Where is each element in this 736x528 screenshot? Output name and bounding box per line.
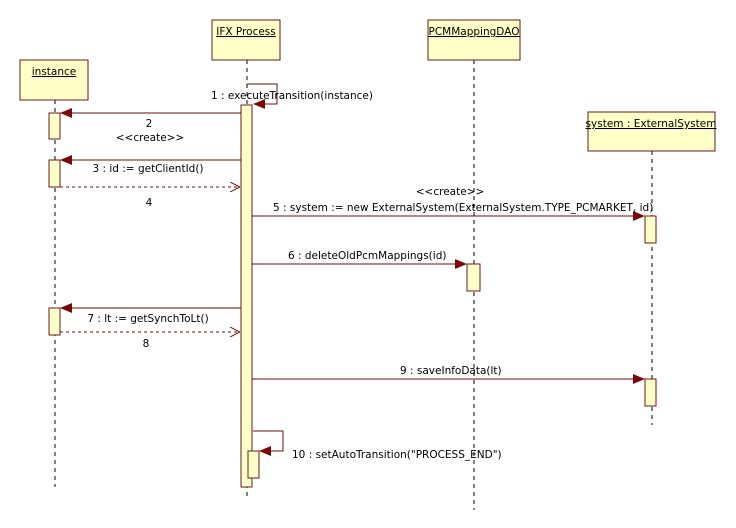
message-5-stereotype: <<create>>: [416, 186, 485, 198]
lifeline-instance: instance: [19, 59, 89, 487]
message-5[interactable]: <<create>> 5 : system := new ExternalSys…: [252, 186, 653, 221]
message-1-label: 1 : executeTransition(instance): [211, 90, 373, 102]
message-2[interactable]: 2 <<create>>: [60, 108, 241, 144]
message-8-label: 8: [143, 338, 150, 350]
message-8[interactable]: 8: [60, 332, 240, 350]
message-6-label: 6 : deleteOldPcmMappings(id): [288, 250, 446, 262]
message-9-label: 9 : saveInfoData(lt): [400, 365, 502, 377]
lifeline-instance-label: instance: [32, 66, 76, 78]
lifeline-ifx-process: IFX Process: [211, 19, 281, 500]
message-3[interactable]: 3 : id := getClientId(): [60, 155, 241, 175]
activation-instance-getsynchtolt: [48, 307, 61, 336]
message-5-label: 5 : system := new ExternalSystem(Externa…: [273, 202, 653, 214]
message-10[interactable]: 10 : setAutoTransition("PROCESS_END"): [253, 430, 502, 461]
message-9[interactable]: 9 : saveInfoData(lt): [252, 365, 645, 384]
message-10-arrow: [253, 430, 284, 456]
lifeline-ifx-label: IFX Process: [216, 26, 276, 38]
activation-instance-create: [48, 112, 61, 140]
activation-ifx-self-10: [247, 450, 260, 479]
message-6[interactable]: 6 : deleteOldPcmMappings(id): [252, 250, 467, 269]
lifeline-instance-header[interactable]: [19, 59, 89, 101]
lifeline-external-system: system : ExternalSystem: [586, 111, 717, 425]
activation-dao-delete: [466, 263, 481, 292]
message-4[interactable]: 4: [60, 187, 240, 209]
message-1-arrow: [247, 83, 278, 109]
activation-instance-getclientid: [48, 159, 61, 188]
lifeline-pcm-mapping-dao: PCMMappingDAO: [427, 19, 521, 510]
activation-system-saveinfo: [644, 378, 657, 407]
activation-system-create: [644, 215, 657, 244]
lifeline-dao-label: PCMMappingDAO: [429, 26, 520, 38]
message-4-label: 4: [146, 197, 153, 209]
lifeline-system-header[interactable]: [587, 111, 716, 152]
message-1[interactable]: 1 : executeTransition(instance): [211, 83, 373, 109]
lifeline-system-label: system : ExternalSystem: [586, 118, 717, 130]
message-3-label: 3 : id := getClientId(): [92, 163, 203, 175]
message-2-stereotype: <<create>>: [116, 132, 185, 144]
message-7-label: 7 : lt := getSynchToLt(): [87, 313, 208, 325]
activation-ifx-main: [240, 104, 253, 488]
lifeline-dao-header[interactable]: [427, 19, 521, 61]
lifeline-ifx-header[interactable]: [211, 19, 281, 61]
message-10-label: 10 : setAutoTransition("PROCESS_END"): [292, 449, 502, 461]
message-7[interactable]: 7 : lt := getSynchToLt(): [60, 303, 241, 325]
message-2-label: 2: [146, 118, 153, 130]
